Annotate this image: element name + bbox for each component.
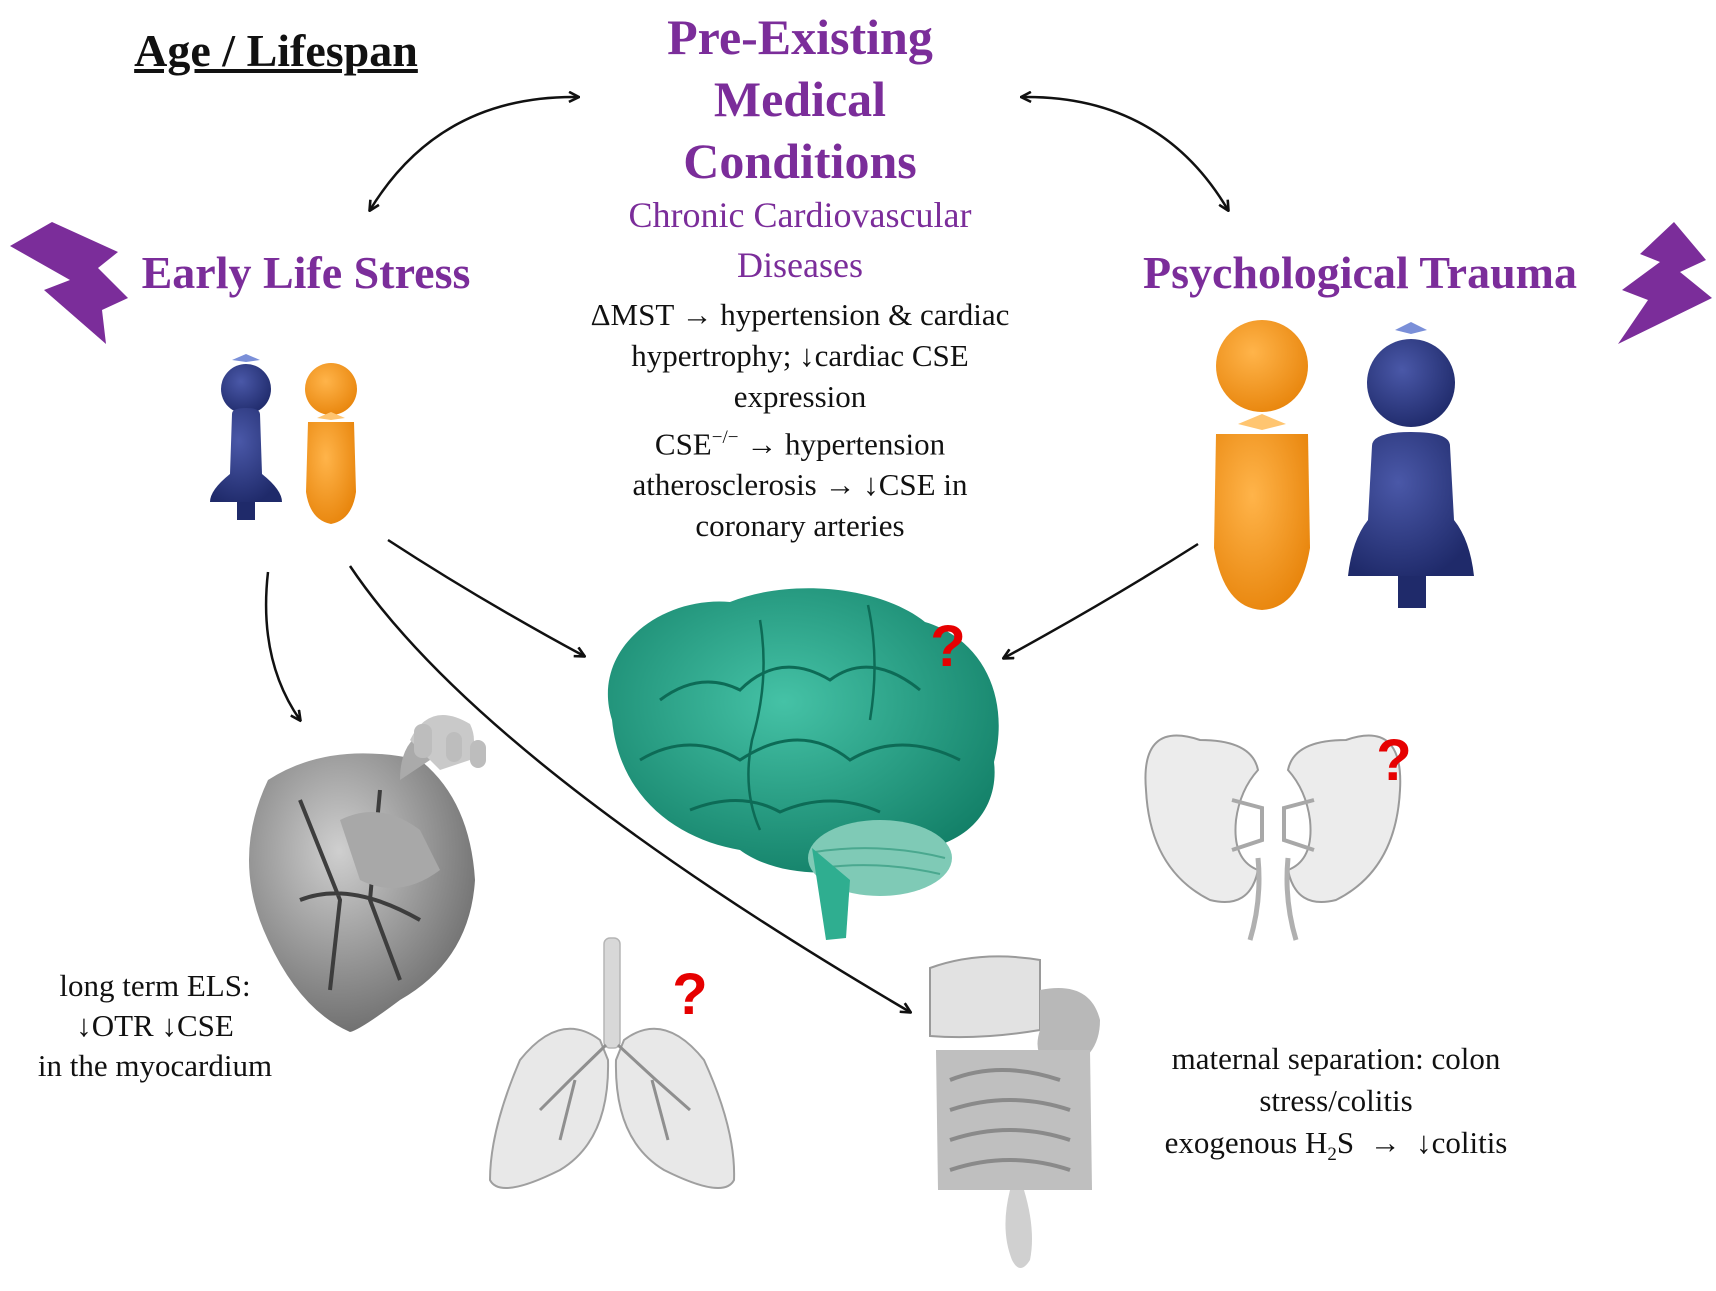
mst-line3: expression bbox=[733, 379, 867, 414]
gut-note-line3: exogenous H2S → ↓colitis bbox=[1164, 1125, 1508, 1166]
heart-note-text: long term ELS: ↓OTR ↓CSE in the myocardi… bbox=[0, 966, 310, 1086]
arrow-els-to-heart bbox=[264, 571, 300, 720]
age-lifespan-label: Age / Lifespan bbox=[134, 25, 418, 76]
digestive-system-icon bbox=[929, 955, 1100, 1268]
brain-icon bbox=[607, 588, 999, 940]
question-mark-kidney: ? bbox=[1376, 728, 1411, 793]
ath-line1: atherosclerosis → ↓CSE in bbox=[632, 467, 968, 503]
gut-note-text: maternal separation: colon stress/coliti… bbox=[1116, 1038, 1556, 1176]
ath-line2: coronary arteries bbox=[695, 508, 905, 544]
kidneys-icon bbox=[1144, 734, 1402, 941]
chronic-cv-line2: Diseases bbox=[737, 245, 863, 285]
pre-existing-line3: Conditions bbox=[683, 133, 917, 189]
arrow-trauma-to-brain bbox=[1004, 542, 1199, 658]
cse-knockout-line: CSE−/− → hypertension bbox=[654, 426, 946, 462]
heart-icon bbox=[249, 715, 486, 1032]
chronic-cv-diseases-label: Chronic Cardiovascular Diseases bbox=[560, 190, 1040, 290]
mst-line1: ΔMST → hypertension & cardiac bbox=[590, 297, 1010, 332]
psychological-trauma-label: Psychological Trauma bbox=[1142, 247, 1577, 298]
heart-note-line1: long term ELS: bbox=[59, 968, 251, 1003]
question-mark-lungs: ? bbox=[672, 962, 707, 1027]
early-life-stress-label: Early Life Stress bbox=[141, 247, 471, 298]
lightning-right-icon bbox=[1618, 222, 1712, 344]
arrow-els-to-brain bbox=[387, 538, 584, 656]
heart-note-line3: in the myocardium bbox=[37, 1048, 273, 1083]
arrow-age-to-conditions bbox=[370, 97, 578, 210]
cv-findings-text: ΔMST → hypertension & cardiac hypertroph… bbox=[520, 294, 1080, 546]
question-mark-brain: ? bbox=[930, 614, 965, 679]
lungs-icon bbox=[488, 937, 736, 1189]
heart-note-line2: ↓OTR ↓CSE bbox=[76, 1008, 234, 1043]
pre-existing-line2: Medical bbox=[713, 71, 887, 127]
chronic-cv-line1: Chronic Cardiovascular bbox=[628, 195, 972, 235]
gut-note-line1: maternal separation: colon bbox=[1171, 1041, 1501, 1076]
child-figures-icon bbox=[210, 354, 357, 524]
pre-existing-line1: Pre-Existing bbox=[667, 9, 933, 65]
gut-note-line2: stress/colitis bbox=[1259, 1083, 1413, 1118]
lightning-left-icon bbox=[10, 222, 128, 344]
arrow-els-to-gut bbox=[348, 565, 910, 1012]
arrow-conditions-to-trauma bbox=[1022, 97, 1228, 210]
pre-existing-conditions-title: Pre-Existing Medical Conditions bbox=[560, 6, 1040, 192]
mst-line2: hypertrophy; ↓cardiac CSE bbox=[631, 338, 969, 373]
adult-figures-icon bbox=[1214, 320, 1474, 610]
